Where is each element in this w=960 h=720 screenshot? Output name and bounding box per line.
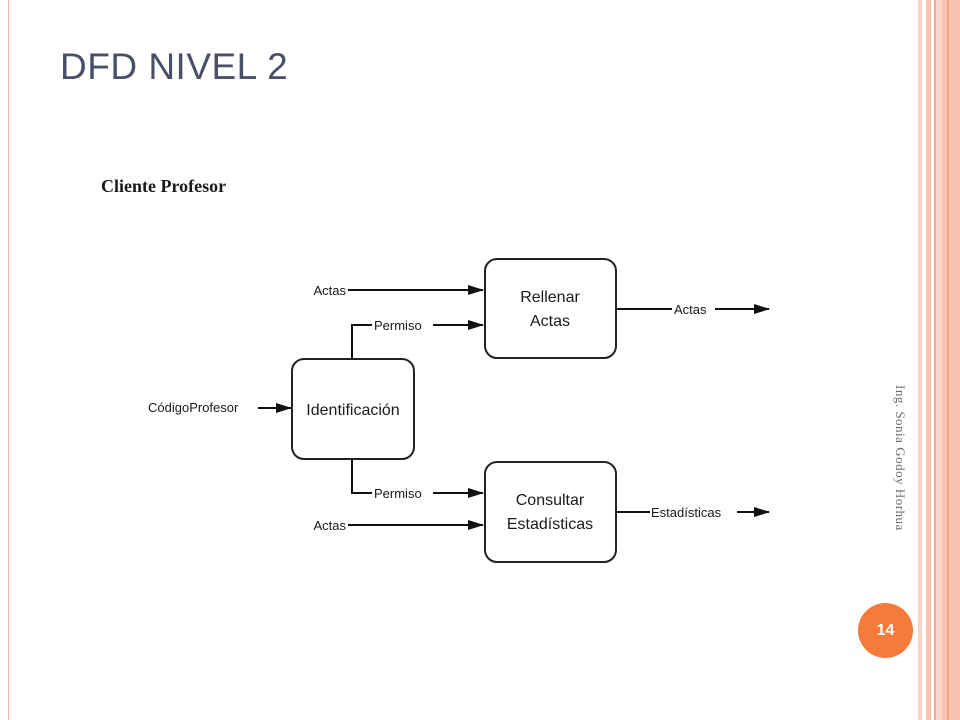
flow-permiso-top: Permiso bbox=[351, 318, 484, 358]
decorative-stripe bbox=[947, 0, 949, 720]
flow-estadisticas-out: Estadísticas bbox=[617, 505, 770, 520]
decorative-stripe bbox=[934, 0, 936, 720]
flow-label: Permiso bbox=[374, 486, 422, 501]
left-border-line bbox=[8, 0, 9, 720]
flow-actas-out: Actas bbox=[617, 302, 770, 317]
flow-label: Actas bbox=[313, 283, 346, 298]
flow-actas-in-top: Actas bbox=[313, 283, 484, 298]
process-identificacion: Identificación bbox=[291, 358, 415, 460]
process-label: Consultar bbox=[516, 492, 585, 509]
flow-codigo-profesor: CódigoProfesor bbox=[148, 400, 292, 415]
flow-permiso-bottom: Permiso bbox=[351, 460, 484, 501]
flow-label: Permiso bbox=[374, 318, 422, 333]
author-credit: Ing. Sonia Godoy Horhua bbox=[893, 385, 908, 531]
slide-title: DFD NIVEL 2 bbox=[60, 46, 289, 87]
process-label: Rellenar bbox=[520, 289, 580, 306]
diagram-subheading: Cliente Profesor bbox=[101, 176, 227, 196]
flow-label: CódigoProfesor bbox=[148, 400, 239, 415]
flow-label: Actas bbox=[313, 518, 346, 533]
process-label: Estadísticas bbox=[507, 516, 593, 533]
process-consultar-estadisticas: Consultar Estadísticas bbox=[484, 461, 617, 563]
process-label: Actas bbox=[530, 313, 570, 330]
decorative-stripe bbox=[918, 0, 922, 720]
process-rellenar-actas: Rellenar Actas bbox=[484, 258, 617, 359]
decorative-stripe bbox=[936, 0, 942, 720]
decorative-stripe bbox=[942, 0, 960, 720]
process-label: Identificación bbox=[306, 402, 399, 419]
decorative-stripe bbox=[926, 0, 931, 720]
flow-label: Estadísticas bbox=[651, 505, 722, 520]
flow-actas-in-bottom: Actas bbox=[313, 518, 484, 533]
page-number-badge: 14 bbox=[858, 603, 913, 658]
flow-label: Actas bbox=[674, 302, 707, 317]
